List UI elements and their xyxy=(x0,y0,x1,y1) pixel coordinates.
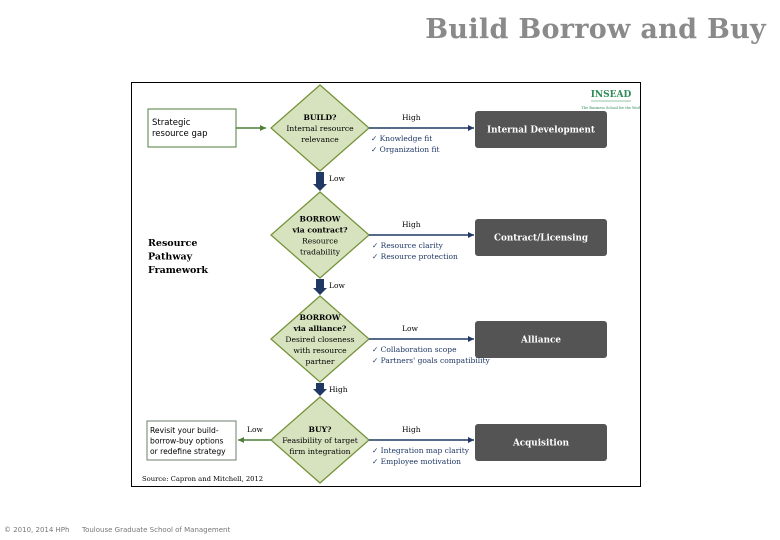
revisit-box-text-line-2: or redefine strategy xyxy=(150,447,226,456)
outcome-box-3 xyxy=(475,424,607,461)
outcome-label-1: Contract/Licensing xyxy=(494,234,588,244)
decision-1-down-head xyxy=(313,288,327,295)
decision-diamond-1 xyxy=(270,191,370,279)
framework-label-line-1: Pathway xyxy=(148,252,193,263)
decision-0-criterion-0: ✓ Knowledge fit xyxy=(371,134,432,143)
decision-3-criterion-0: ✓ Integration map clarity xyxy=(372,446,470,455)
decision-2-line-3: with resource xyxy=(293,346,347,355)
outcome-label-3: Acquisition xyxy=(512,439,570,449)
decision-diamond-3 xyxy=(270,396,370,484)
decision-3-line-0: BUY? xyxy=(309,425,332,434)
logo-tagline: The Business School for the World xyxy=(581,106,640,110)
decision-2-criterion-0: ✓ Collaboration scope xyxy=(372,345,457,354)
footer-copyright: © 2010, 2014 HPh xyxy=(4,526,70,534)
logo-insead: INSEAD xyxy=(591,90,632,100)
decision-1-line-3: tradability xyxy=(300,248,341,257)
decision-0-line-0: BUILD? xyxy=(304,113,338,122)
decision-2-line-2: Desired closeness xyxy=(285,335,354,344)
outcome-box-2 xyxy=(475,321,607,358)
decision-diamond-0 xyxy=(270,84,370,172)
start-box-text-line-0: Strategic xyxy=(152,118,191,128)
decision-1-criterion-0: ✓ Resource clarity xyxy=(372,241,444,250)
decision-1-down-shaft xyxy=(316,279,324,289)
decision-2-branch-label: Low xyxy=(402,324,418,333)
start-box xyxy=(147,108,237,148)
decision-1-line-2: Resource xyxy=(302,237,338,246)
decision-3-branch-label: High xyxy=(402,425,421,434)
decision-2-criterion-1: ✓ Partners' goals compatibility xyxy=(372,356,491,365)
outcome-box-1 xyxy=(475,219,607,256)
decision-0-line-1: Internal resource xyxy=(286,124,354,133)
decision-1-branch-label: High xyxy=(402,220,421,229)
decision-1-line-0: BORROW xyxy=(300,215,341,224)
decision-3-criterion-1: ✓ Employee motivation xyxy=(372,457,461,466)
decision-2-down-head xyxy=(313,389,327,396)
decision-diamond-2 xyxy=(270,295,370,383)
decision-1-line-1: via contract? xyxy=(291,226,348,235)
start-box-text-line-1: resource gap xyxy=(152,129,207,139)
framework-label-line-0: Resource xyxy=(148,238,197,249)
slide-title: Build Borrow and Buy xyxy=(425,14,766,45)
decision-3-line-1: Feasibility of target xyxy=(282,436,358,445)
revisit-box-text-line-1: borrow-buy options xyxy=(150,437,224,446)
source-note: Source: Capron and Mitchell, 2012 xyxy=(142,475,263,483)
decision-0-line-2: relevance xyxy=(301,135,339,144)
decision-2-line-1: via alliance? xyxy=(293,324,347,333)
decision-3-left-label: Low xyxy=(247,425,263,434)
revisit-box xyxy=(146,420,237,461)
framework-label-line-2: Framework xyxy=(148,265,208,276)
decision-2-line-0: BORROW xyxy=(300,313,341,322)
decision-1-down-label: Low xyxy=(329,281,345,290)
outcome-label-2: Alliance xyxy=(520,336,561,346)
outcome-label-0: Internal Development xyxy=(487,126,596,136)
resource-pathway-diagram: INSEAD The Business School for the WorldS… xyxy=(142,84,640,484)
decision-2-line-4: partner xyxy=(305,357,334,366)
decision-0-criterion-1: ✓ Organization fit xyxy=(371,145,440,154)
decision-0-branch-label: High xyxy=(402,113,421,122)
decision-0-down-head xyxy=(313,184,327,191)
outcome-box-0 xyxy=(475,111,607,148)
decision-0-down-shaft xyxy=(316,172,324,185)
revisit-box-text-line-0: Revisit your build- xyxy=(150,426,219,435)
decision-1-criterion-1: ✓ Resource protection xyxy=(372,252,458,261)
decision-2-down-shaft xyxy=(316,383,324,390)
decision-0-down-label: Low xyxy=(329,174,345,183)
footer-school: Toulouse Graduate School of Management xyxy=(82,526,231,534)
decision-2-down-label: High xyxy=(329,385,348,394)
decision-3-line-2: firm integration xyxy=(289,447,350,456)
